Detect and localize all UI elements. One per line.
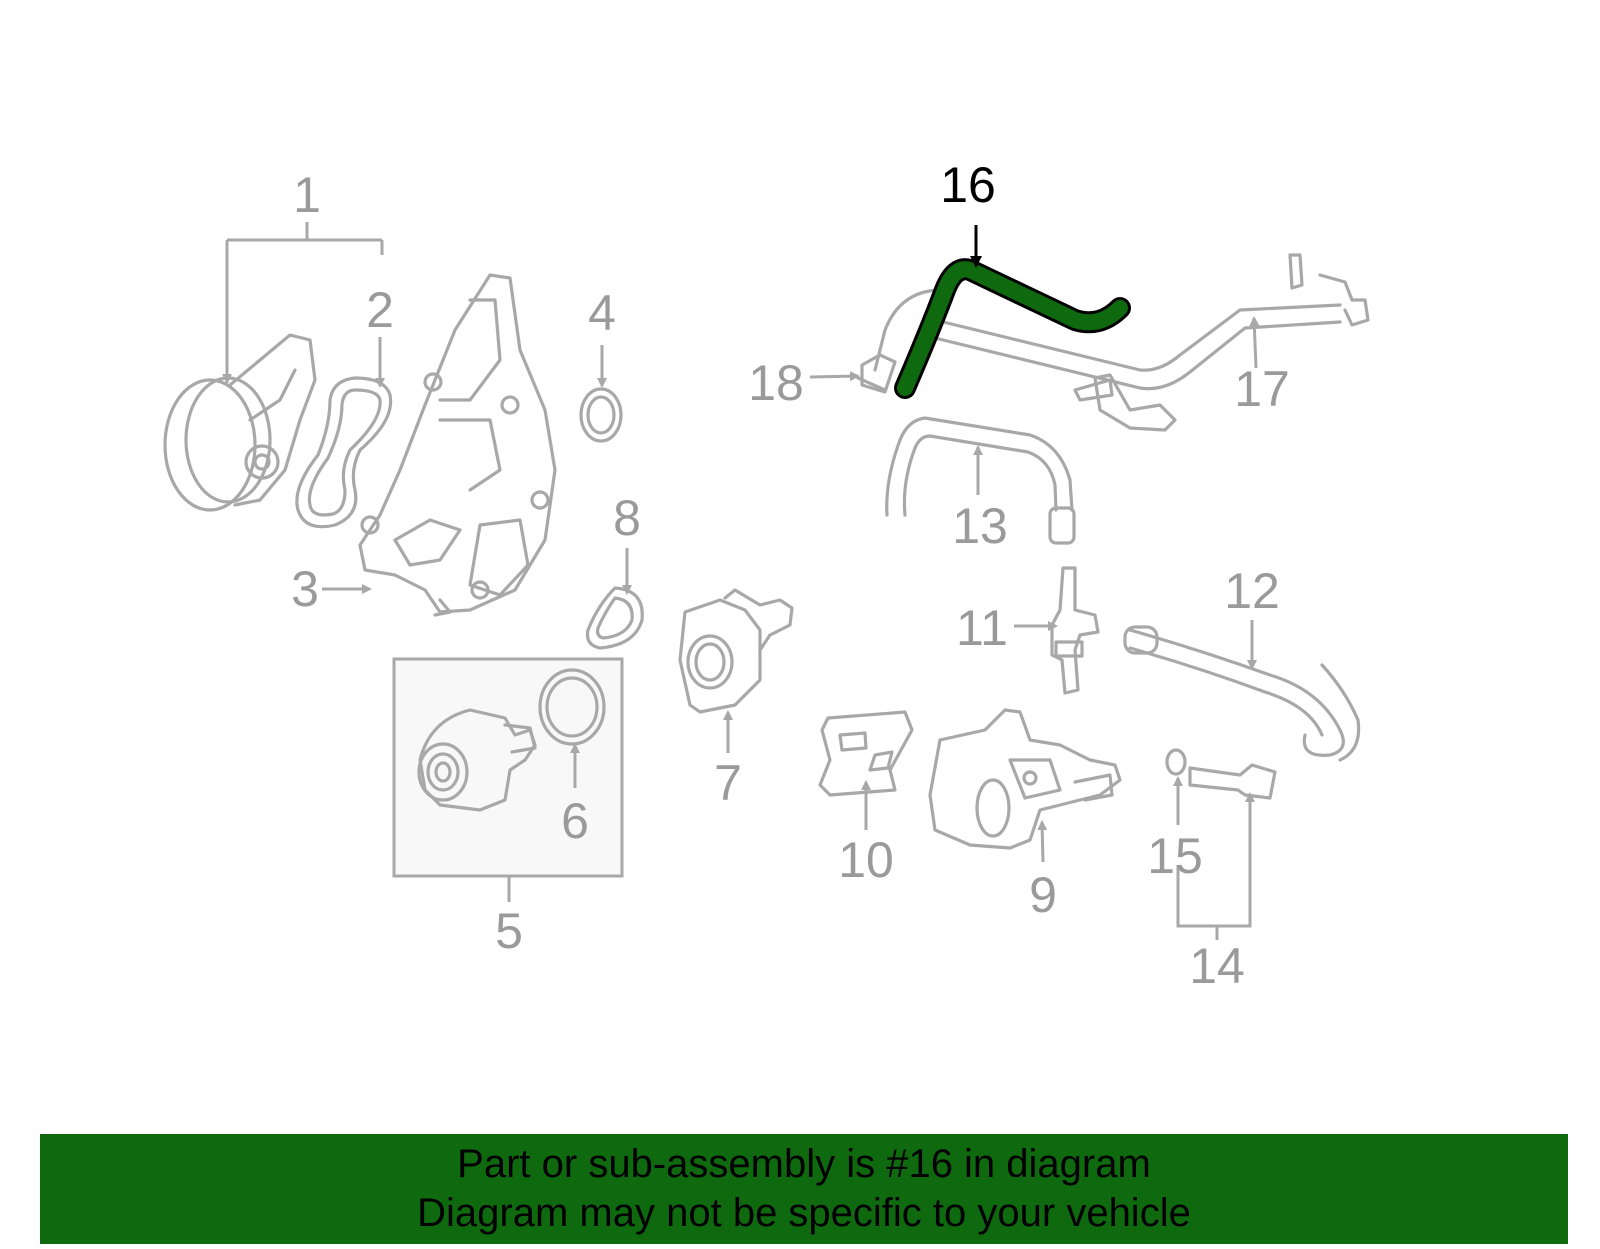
leader-lines — [222, 222, 1260, 940]
callout-14: 14 — [1189, 938, 1245, 994]
part-14-bolt[interactable] — [1188, 763, 1277, 800]
callout-11: 11 — [956, 600, 1008, 656]
part-17-pipe[interactable] — [873, 253, 1370, 432]
part-2-gasket[interactable] — [295, 376, 393, 529]
callout-5: 5 — [495, 903, 523, 959]
part-15-washer[interactable] — [1165, 748, 1187, 776]
part-16-hose-highlighted[interactable] — [894, 258, 1131, 399]
part-3-housing[interactable] — [358, 273, 557, 617]
info-banner: Part or sub-assembly is #16 in diagram D… — [40, 1134, 1568, 1244]
part-9-housing[interactable] — [928, 708, 1122, 850]
part-5-assembly-box[interactable] — [392, 657, 624, 878]
part-11-fitting[interactable] — [1050, 566, 1100, 695]
part-12-hose[interactable] — [1123, 625, 1361, 762]
callout-4: 4 — [588, 285, 616, 341]
callout-3: 3 — [291, 561, 319, 617]
callout-2: 2 — [366, 282, 394, 338]
callout-15: 15 — [1147, 828, 1203, 884]
callout-18: 18 — [748, 355, 804, 411]
part-1-water-pump[interactable] — [163, 333, 317, 512]
callout-1: 1 — [293, 167, 321, 223]
banner-line-1: Part or sub-assembly is #16 in diagram — [457, 1142, 1151, 1186]
callout-12: 12 — [1224, 563, 1280, 619]
part-13-hose[interactable] — [885, 416, 1076, 545]
part-7-thermostat-cover[interactable] — [678, 588, 794, 714]
part-8-gasket[interactable] — [585, 586, 644, 650]
callout-8: 8 — [613, 490, 641, 546]
callout-labels: 1 2 3 4 5 6 7 8 9 10 11 12 13 14 15 16 1… — [291, 157, 1290, 994]
callout-13: 13 — [952, 498, 1008, 554]
callout-16: 16 — [940, 157, 996, 213]
callout-7: 7 — [714, 755, 742, 811]
part-10-plate[interactable] — [818, 710, 914, 797]
callout-10: 10 — [838, 832, 894, 888]
banner-line-2: Diagram may not be specific to your vehi… — [417, 1191, 1191, 1235]
callout-6: 6 — [561, 793, 589, 849]
callout-17: 17 — [1234, 361, 1290, 417]
callout-9: 9 — [1029, 867, 1057, 923]
part-18-connector[interactable] — [856, 353, 897, 394]
part-4-o-ring[interactable] — [579, 387, 623, 443]
